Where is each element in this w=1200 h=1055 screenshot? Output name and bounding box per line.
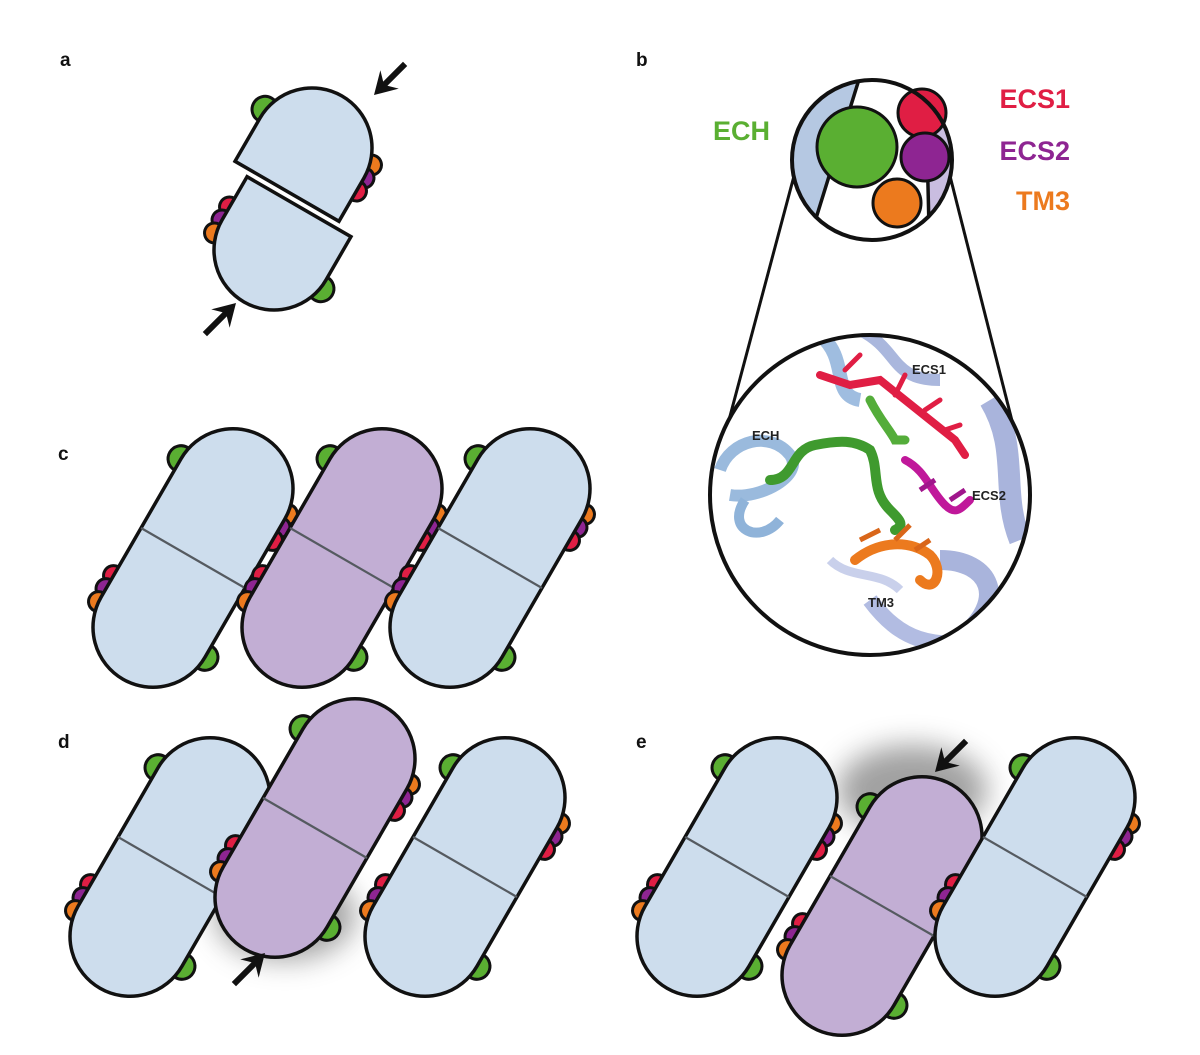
- cell-purple: [209, 696, 421, 960]
- structure-label-tm3: TM3: [868, 595, 894, 610]
- panel-d: [64, 696, 571, 999]
- structure-label-ecs1: ECS1: [912, 362, 946, 377]
- ech-site: [815, 105, 899, 189]
- panel-label-d: d: [58, 732, 70, 753]
- cell-blue: [631, 735, 843, 999]
- panel-c: [87, 426, 596, 690]
- legend-tm3: TM3: [1016, 186, 1070, 216]
- interface-schematic: [790, 78, 954, 242]
- legend-ecs2: ECS2: [999, 136, 1070, 166]
- structure-label-ecs2: ECS2: [972, 488, 1006, 503]
- panel-b: ECH ECS1 ECS2 TM3: [708, 78, 1070, 657]
- cell-blue: [929, 735, 1141, 999]
- panel-a: [195, 54, 415, 344]
- panel-label-a: a: [60, 50, 71, 71]
- ecs2-site: [899, 131, 951, 183]
- panel-label-c: c: [58, 444, 69, 465]
- half-cell-bottom: [203, 174, 354, 312]
- cell-blue: [359, 735, 571, 999]
- panel-label-b: b: [636, 50, 648, 71]
- arrow-icon: [195, 293, 246, 344]
- arrow-icon: [364, 54, 415, 105]
- structure-label-ech: ECH: [752, 428, 779, 443]
- legend-ecs1: ECS1: [999, 84, 1070, 114]
- half-cell-top: [232, 86, 383, 224]
- legend-ech: ECH: [713, 116, 770, 146]
- cell-blue: [384, 426, 596, 690]
- cell-purple: [236, 426, 448, 690]
- panel-label-e: e: [636, 732, 647, 753]
- structure-view: [708, 333, 1032, 657]
- cell-blue: [87, 426, 299, 690]
- tm3-site: [871, 177, 923, 229]
- panel-e: [631, 731, 1141, 1038]
